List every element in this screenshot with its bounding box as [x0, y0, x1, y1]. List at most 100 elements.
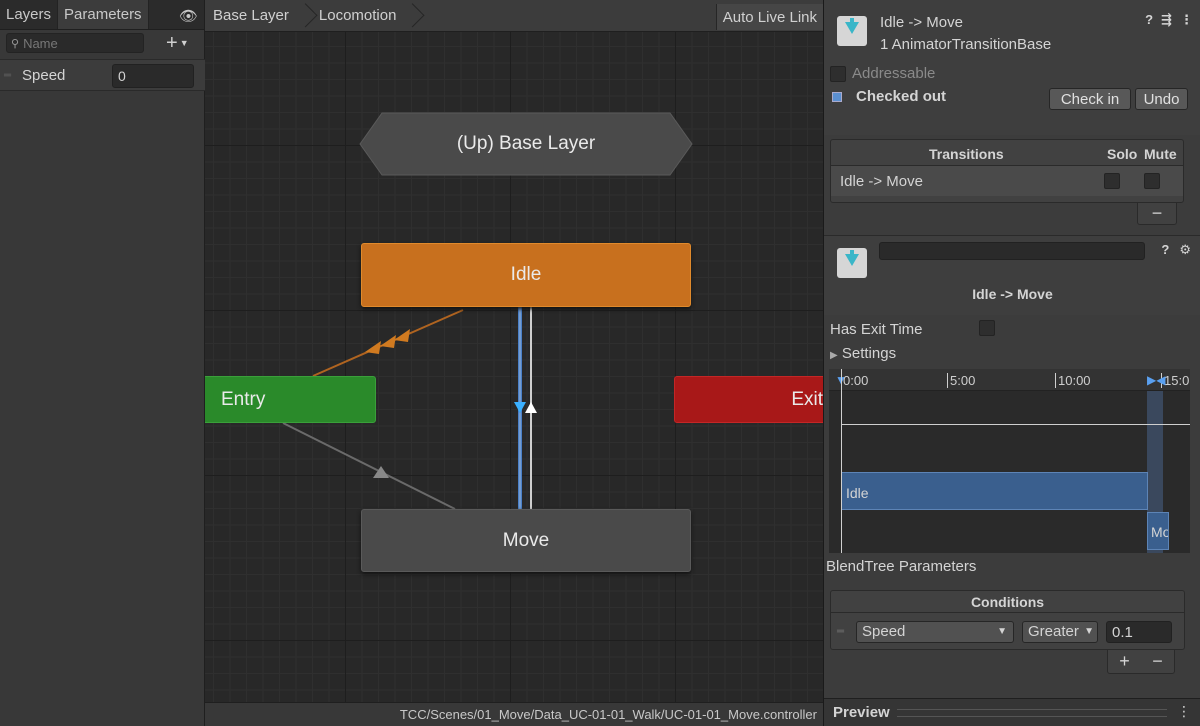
state-node-move[interactable]: Move	[361, 509, 691, 572]
breadcrumb: Base Layer Locomotion Auto Live Link	[205, 0, 823, 32]
up-node-shape	[359, 112, 693, 176]
inspector-panel: Idle -> Move 1 AnimatorTransitionBase ? …	[823, 0, 1200, 726]
parameter-row[interactable]: ═ Speed 0	[0, 59, 205, 91]
conditions-header: Conditions	[831, 591, 1184, 613]
transition-row-label: Idle -> Move	[840, 173, 923, 190]
tab-parameters[interactable]: Parameters	[57, 0, 149, 29]
transition-arrow-up	[525, 402, 537, 413]
mute-header-label: Mute	[1144, 146, 1177, 162]
tab-layers[interactable]: Layers	[6, 5, 52, 23]
help-icon[interactable]: ?	[1145, 12, 1154, 27]
tick-label: 5:00	[947, 373, 975, 388]
timeline-exit-marker-icon[interactable]: ▶◀	[1147, 373, 1166, 387]
search-input[interactable]: ⚲ Name	[6, 33, 144, 53]
conditions-list: Conditions ═ Speed ▼ Greater ▼ 0.1	[830, 590, 1185, 650]
breadcrumb-separator	[297, 0, 311, 32]
more-menu-icon[interactable]: ⋮	[1180, 12, 1193, 27]
has-exit-time-checkbox[interactable]	[979, 320, 995, 336]
condition-buttons: + −	[1107, 650, 1175, 674]
solo-header-label: Solo	[1107, 146, 1138, 162]
state-node-up-base-layer[interactable]: (Up) Base Layer	[456, 133, 596, 154]
transition-entry-move	[282, 422, 456, 510]
settings-foldout[interactable]: ▶ Settings	[830, 345, 896, 362]
timeline-playhead[interactable]	[841, 369, 842, 553]
timeline-start-marker-icon[interactable]: ▼	[835, 373, 847, 387]
has-exit-time-label: Has Exit Time	[830, 321, 923, 338]
preset-icon[interactable]: ⇶	[1161, 12, 1172, 27]
auto-live-link-button[interactable]: Auto Live Link	[715, 4, 823, 30]
preview-bar[interactable]: Preview ⋮	[824, 698, 1200, 726]
timeline-ruler: 0:00 5:00 10:00 15:0 ▼ ▶◀	[829, 369, 1190, 391]
undo-button[interactable]: Undo	[1135, 88, 1188, 110]
drag-handle-icon[interactable]: ═	[837, 626, 845, 637]
settings-label: Settings	[841, 345, 897, 362]
search-placeholder: Name	[23, 35, 58, 51]
timeline-clip-move[interactable]: Move	[1147, 512, 1169, 550]
check-in-button[interactable]: Check in	[1049, 88, 1131, 110]
inspector-subtitle: 1 AnimatorTransitionBase	[880, 36, 1052, 53]
state-node-exit[interactable]: Exit	[674, 376, 823, 423]
left-panel: Layers Parameters 👁 ⚲ Name + ▼ ═ Speed 0	[0, 0, 205, 726]
transitions-list: Transitions Solo Mute Idle -> Move	[830, 139, 1184, 203]
transitions-header-label: Transitions	[929, 146, 1004, 162]
addressable-label: Addressable	[852, 65, 936, 82]
remove-transition-button[interactable]: −	[1137, 203, 1177, 225]
addressable-checkbox[interactable]	[830, 65, 846, 82]
add-parameter-button[interactable]: +	[166, 31, 178, 54]
parameter-name: Speed	[22, 66, 66, 84]
chevron-down-icon[interactable]: ▼	[179, 38, 189, 48]
transition-settings-header: ? ⚙ Idle -> Move	[824, 235, 1200, 315]
state-node-idle[interactable]: Idle	[361, 243, 691, 307]
inspector-header: Idle -> Move 1 AnimatorTransitionBase ? …	[824, 0, 1200, 135]
header-icons: ? ⇶ ⋮	[1145, 12, 1193, 28]
timeline-clip-idle[interactable]: Idle	[841, 472, 1148, 510]
condition-value-input[interactable]: 0.1	[1106, 621, 1172, 643]
transition-name-field[interactable]	[879, 242, 1145, 260]
condition-parameter-label: Speed	[862, 623, 906, 640]
condition-mode-label: Greater	[1028, 623, 1079, 640]
foldout-arrow-icon: ▶	[830, 350, 838, 361]
help-icon[interactable]: ?	[1161, 242, 1170, 257]
transition-arrow	[365, 341, 381, 354]
breadcrumb-separator	[404, 0, 418, 32]
drag-handle-icon[interactable]: ═	[4, 69, 12, 81]
transition-row[interactable]: Idle -> Move	[831, 166, 1183, 196]
version-control-icon	[832, 91, 842, 102]
inspector-title: Idle -> Move	[880, 14, 963, 31]
eye-icon[interactable]: 👁	[178, 8, 198, 25]
checked-out-label: Checked out	[856, 88, 947, 105]
transition-arrow	[373, 466, 389, 478]
transition-arrow-down	[514, 402, 526, 413]
transition-band[interactable]	[1147, 369, 1163, 553]
transition-title: Idle -> Move	[972, 286, 1053, 302]
graph-connections	[282, 112, 693, 510]
solo-checkbox[interactable]	[1104, 173, 1120, 189]
condition-mode-dropdown[interactable]: Greater ▼	[1022, 621, 1098, 643]
left-tabs: Layers Parameters 👁	[0, 0, 204, 30]
chevron-down-icon: ▼	[997, 626, 1007, 637]
gear-icon[interactable]: ⚙	[1179, 242, 1191, 257]
remove-condition-button[interactable]: −	[1152, 651, 1163, 671]
search-icon: ⚲	[11, 37, 20, 50]
checked-out-status: Checked out	[832, 88, 946, 105]
state-node-entry[interactable]: Entry	[205, 376, 376, 423]
preview-drag-handle[interactable]	[897, 709, 1167, 717]
transition-timeline[interactable]: 0:00 5:00 10:00 15:0 ▼ ▶◀ Idle Move	[829, 369, 1190, 553]
transition-icon	[837, 16, 867, 46]
breadcrumb-locomotion[interactable]: Locomotion	[318, 7, 397, 24]
more-menu-icon[interactable]: ⋮	[1177, 703, 1191, 719]
transitions-header: Transitions Solo Mute	[831, 140, 1183, 166]
blendtree-parameters-label: BlendTree Parameters	[826, 558, 977, 575]
tick-label: 15:0	[1161, 373, 1189, 388]
asset-path: TCC/Scenes/01_Move/Data_UC-01-01_Walk/UC…	[205, 702, 823, 726]
animator-graph[interactable]: Base Layer Locomotion Auto Live Link (Up…	[205, 0, 823, 726]
parameter-value-input[interactable]: 0	[112, 64, 194, 88]
addressable-toggle[interactable]: Addressable	[830, 65, 935, 82]
condition-parameter-dropdown[interactable]: Speed ▼	[856, 621, 1014, 643]
mute-checkbox[interactable]	[1144, 173, 1160, 189]
add-condition-button[interactable]: +	[1119, 651, 1130, 671]
transition-arrow	[380, 335, 396, 348]
breadcrumb-base-layer[interactable]: Base Layer	[213, 7, 289, 24]
tick-label: 10:00	[1055, 373, 1091, 388]
chevron-down-icon: ▼	[1084, 626, 1094, 637]
